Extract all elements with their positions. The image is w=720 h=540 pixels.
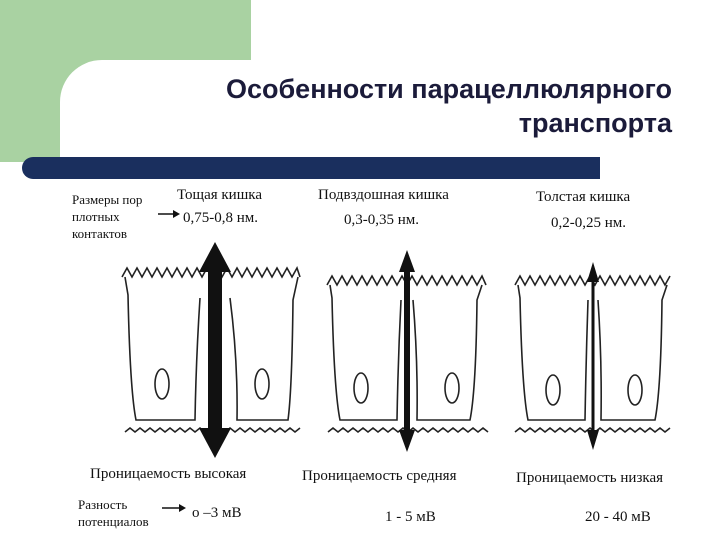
pore-arrow-icon [587,262,599,450]
segment-1-potential: о –3 мВ [192,505,242,522]
pore-size-label-1: Размеры пор [72,192,142,207]
cell-3-right [598,285,667,420]
segment-2-permeability: Проницаемость средняя [302,468,456,485]
pore-size-pointer-arrow [158,209,180,219]
segment-3-pore-size: 0,2-0,25 нм. [551,215,626,232]
pore-size-label-3: контактов [72,226,127,241]
potential-label-2: потенциалов [78,514,149,529]
segment-3-potential: 20 - 40 мВ [585,509,651,526]
cell-3-left [518,285,588,420]
nucleus-3b [628,375,642,405]
nucleus-1a [155,369,169,399]
segment-3-permeability: Проницаемость низкая [516,470,663,487]
potential-pointer-arrow [162,503,186,513]
nucleus-2a [354,373,368,403]
segment-1-name: Тощая кишка [177,187,262,204]
pore-arrow-icon [399,250,415,452]
segment-2-name: Подвздошная кишка [318,187,449,204]
nucleus-1b [255,369,269,399]
segment-1-pore-size: 0,75-0,8 нм. [183,210,258,227]
segment-3-name: Толстая кишка [536,189,630,206]
potential-label-1: Разность [78,497,127,512]
segment-2-potential: 1 - 5 мВ [385,509,436,526]
pore-size-label-2: плотных [72,209,120,224]
segment-2-pore-size: 0,3-0,35 нм. [344,212,419,229]
nucleus-3a [546,375,560,405]
nucleus-2b [445,373,459,403]
segment-1-permeability: Проницаемость высокая [90,466,246,483]
